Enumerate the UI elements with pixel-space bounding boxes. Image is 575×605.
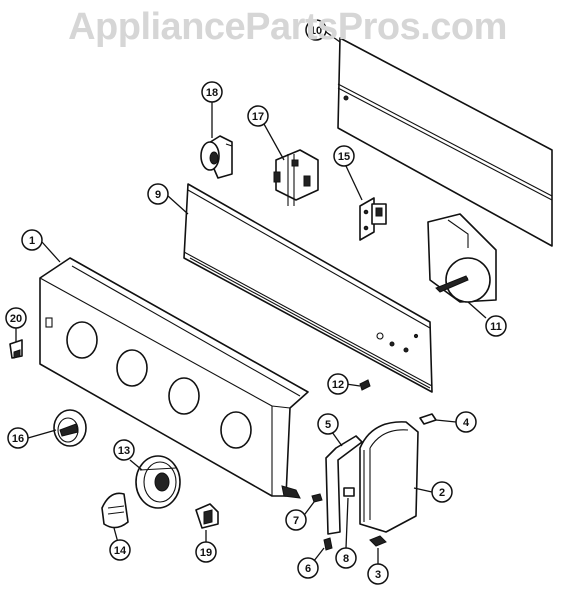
part-end-cap [359,421,419,533]
svg-text:6: 6 [305,563,311,575]
callout-14: 14 [109,539,131,561]
callout-10: 10 [305,19,327,41]
svg-text:8: 8 [343,553,349,565]
callout-4: 4 [455,411,477,433]
part-clip-end [369,535,387,547]
callout-13: 13 [113,439,135,461]
svg-text:1: 1 [29,235,35,247]
part-dial [135,455,181,509]
svg-text:5: 5 [325,419,331,431]
leader-lines [15,31,487,567]
svg-text:10: 10 [310,25,322,37]
callout-12: 12 [327,373,349,395]
part-screw-left [311,493,323,503]
svg-text:14: 14 [114,545,127,557]
callout-6: 6 [297,557,319,579]
part-panel-plate [183,183,433,393]
svg-text:20: 20 [10,313,22,325]
callout-7: 7 [285,509,307,531]
part-screw-bottom [323,537,333,551]
part-knob-left [53,409,87,447]
svg-text:2: 2 [439,487,445,499]
callout-15: 15 [333,145,355,167]
part-knob-bottom [101,492,129,529]
part-screw-upper [359,379,371,391]
svg-text:11: 11 [490,321,502,333]
callout-1: 1 [21,229,43,251]
svg-text:18: 18 [206,87,218,99]
callout-5: 5 [317,413,339,435]
callout-9: 9 [147,183,169,205]
svg-text:15: 15 [338,151,350,163]
part-trim-strip [325,435,363,535]
callout-2: 2 [431,481,453,503]
svg-text:9: 9 [155,189,161,201]
part-button [419,413,437,425]
callout-16: 16 [7,427,29,449]
part-rear-panel [337,37,553,247]
callout-19: 19 [195,541,217,563]
svg-text:3: 3 [375,569,381,581]
callout-18: 18 [201,81,223,103]
svg-text:4: 4 [463,417,470,429]
part-clip [9,339,23,359]
part-tab [343,487,355,497]
watermark-logo: AppliancePartsPros.com [68,6,507,48]
svg-text:16: 16 [12,433,24,445]
callout-17: 17 [247,105,269,127]
part-switch [200,135,233,179]
part-console [39,257,309,499]
part-timer [273,149,319,206]
part-clip-bottom [195,503,219,529]
svg-text:7: 7 [293,515,299,527]
svg-text:19: 19 [200,547,212,559]
svg-text:12: 12 [332,379,344,391]
part-motor [427,213,497,303]
svg-text:17: 17 [252,111,264,123]
svg-text:13: 13 [118,445,130,457]
callout-20: 20 [5,307,27,329]
callout-8: 8 [335,547,357,569]
callout-3: 3 [367,563,389,585]
callout-11: 11 [485,315,507,337]
part-bracket [359,197,387,241]
